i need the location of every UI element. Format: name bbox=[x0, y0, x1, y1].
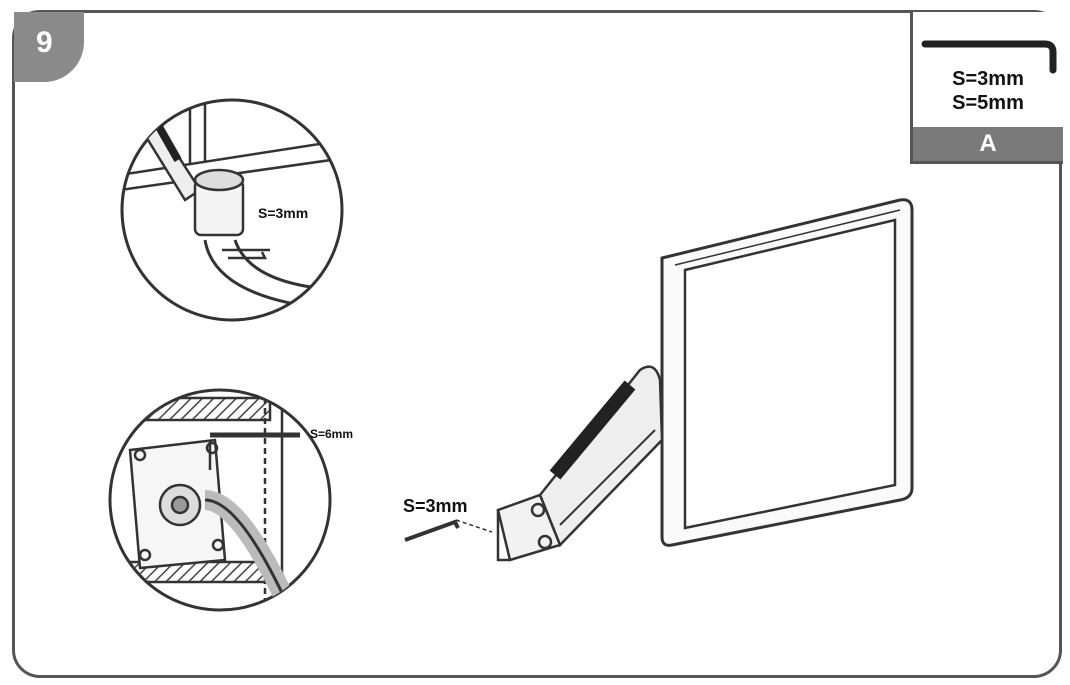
tool-label: A bbox=[913, 127, 1063, 161]
tool-size-5mm: S=5mm bbox=[952, 92, 1024, 114]
bottom-detail-size-label: S=6mm bbox=[310, 427, 353, 441]
tool-size-3mm: S=3mm bbox=[952, 68, 1024, 90]
top-detail-view: S=3mm bbox=[120, 98, 344, 322]
top-detail-size-label: S=3mm bbox=[258, 205, 308, 221]
main-view-size-label: S=3mm bbox=[403, 496, 468, 516]
main-assembly-view bbox=[404, 198, 914, 562]
tool-legend-box: S=3mm S=5mm A bbox=[910, 12, 1063, 164]
instruction-panel-frame bbox=[12, 10, 1062, 678]
step-number: 9 bbox=[36, 26, 53, 59]
allen-key-icon bbox=[921, 40, 1057, 74]
bottom-detail-view: S=6mm bbox=[108, 388, 353, 612]
